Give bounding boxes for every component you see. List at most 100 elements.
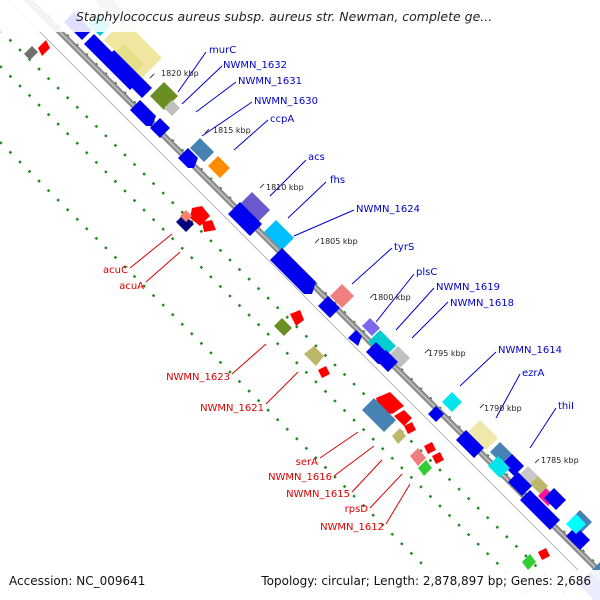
- reverse-leaders: [129, 233, 411, 525]
- tick-label-1810: 1810 kbp: [266, 183, 304, 192]
- gene-murc: [104, 20, 162, 78]
- gene-blue-14: [502, 454, 524, 476]
- label-ezra: ezrA: [522, 368, 545, 379]
- gene-blue-13: [456, 430, 484, 458]
- label-fhs: fhs: [330, 175, 345, 186]
- gene-1616: [392, 428, 406, 444]
- gene-acua-salmon: [180, 210, 192, 222]
- gene-1623-red: [290, 310, 304, 326]
- label-sera: serA: [296, 457, 318, 468]
- tick-label-1820: 1820 kbp: [161, 69, 199, 78]
- tick-label-1785: 1785 kbp: [541, 456, 579, 465]
- gene-blue-18: [566, 526, 590, 550]
- label-nwmn-1615: NWMN_1615: [286, 489, 350, 500]
- gene-gray-2: [388, 346, 410, 368]
- gene-rpsd-green: [418, 460, 432, 476]
- gene-gray-topleft: [24, 46, 38, 60]
- label-nwmn-1632: NWMN_1632: [223, 60, 287, 71]
- gene-1615-pink: [410, 448, 426, 466]
- genome-summary: Topology: circular; Length: 2,878,897 bp…: [261, 574, 591, 588]
- tick-label-1815: 1815 kbp: [213, 126, 251, 135]
- label-murc: murC: [209, 45, 236, 56]
- gene-blue-12: [428, 406, 444, 422]
- gene-acuc-2: [202, 220, 216, 232]
- gene-blue-7: [270, 248, 316, 294]
- gene-pink-1: [330, 284, 354, 308]
- label-nwmn-1614: NWMN_1614: [498, 345, 562, 356]
- gene-steel-2: [490, 442, 512, 464]
- gene-1616-red: [404, 422, 416, 434]
- label-nwmn-1621: NWMN_1621: [200, 403, 264, 414]
- label-thii: thiI: [558, 401, 574, 412]
- footer-bar: [0, 570, 600, 600]
- gene-khaki: [530, 476, 548, 494]
- label-nwmn-1616: NWMN_1616: [268, 472, 332, 483]
- label-nwmn-1619: NWMN_1619: [436, 282, 500, 293]
- gene-red-topleft: [38, 40, 50, 56]
- gene-1615-red-2: [432, 452, 444, 464]
- gene-bottom-red: [538, 548, 550, 560]
- accession-label: Accession: NC_009641: [9, 574, 146, 588]
- label-acua: acuA: [119, 281, 144, 292]
- tick-label-1795: 1795 kbp: [428, 349, 466, 358]
- label-ccpa: ccpA: [270, 114, 294, 125]
- label-nwmn-1630: NWMN_1630: [254, 96, 318, 107]
- tick-label-1790: 1790 kbp: [484, 404, 522, 413]
- gene-blue-11: [376, 350, 398, 372]
- label-plsc: plsC: [416, 267, 437, 278]
- gene-1621-red: [318, 366, 330, 378]
- gene-fhs-cyan: [264, 220, 294, 250]
- gene-cyan-small: [442, 392, 462, 412]
- gene-acua-navy: [176, 214, 194, 232]
- gene-gray-small: [164, 100, 180, 116]
- gene-1623-olive: [274, 318, 292, 336]
- label-tyrs: tyrS: [394, 242, 414, 253]
- title-bar: [0, 0, 600, 32]
- label-acs: acs: [308, 152, 325, 163]
- gene-blue-15: [508, 472, 532, 496]
- gene-cyan-4: [566, 514, 586, 534]
- gene-blue-9: [348, 330, 362, 346]
- forward-genes[interactable]: [64, 0, 600, 600]
- gene-blue-16: [520, 490, 560, 530]
- tick-label-1805: 1805 kbp: [320, 237, 358, 246]
- reverse-labels: acuC acuA NWMN_1623 NWMN_1621 serA NWMN_…: [103, 265, 384, 533]
- map-title: Staphylococcus aureus subsp. aureus str.…: [76, 9, 493, 24]
- gene-acs-slate: [240, 192, 270, 222]
- gene-yellow-2: [110, 44, 144, 78]
- forward-labels: murC NWMN_1632 NWMN_1631 NWMN_1630 ccpA …: [209, 45, 574, 412]
- tick-label-1800: 1800 kbp: [373, 293, 411, 302]
- label-nwmn-1631: NWMN_1631: [238, 76, 302, 87]
- forward-leaders: [177, 51, 557, 449]
- label-rpsd: rpsD: [345, 504, 369, 515]
- gene-blue-4: [150, 118, 170, 138]
- gene-sera-3: [362, 398, 396, 432]
- gene-cyan-3: [488, 456, 510, 478]
- gene-purple: [362, 318, 380, 336]
- gene-blue-3: [130, 100, 156, 126]
- gene-blue-2: [104, 50, 152, 98]
- gene-blue-5: [178, 148, 198, 168]
- label-nwmn-1624: NWMN_1624: [356, 204, 420, 215]
- gene-orange: [208, 156, 230, 178]
- gene-bottom-green: [522, 554, 536, 570]
- label-nwmn-1618: NWMN_1618: [450, 298, 514, 309]
- label-acuc: acuC: [103, 265, 128, 276]
- gene-1615-red: [424, 442, 436, 454]
- tick-marks: [149, 73, 540, 464]
- track-dots-lower: [0, 65, 535, 600]
- reverse-genes[interactable]: [24, 40, 550, 570]
- gene-ezra-yellow: [468, 420, 498, 450]
- gene-blue-17: [544, 488, 566, 510]
- gene-acuc: [190, 206, 210, 226]
- label-nwmn-1612: NWMN_1612: [320, 522, 384, 533]
- gene-blue-6: [228, 202, 262, 236]
- label-nwmn-1623: NWMN_1623: [166, 372, 230, 383]
- gene-cyan-2: [368, 330, 396, 358]
- gene-1621-khaki: [304, 346, 324, 366]
- gene-ccpa-steel: [190, 138, 214, 162]
- gene-blue-8: [318, 296, 340, 318]
- tick-labels: 1820 kbp 1815 kbp 1810 kbp 1805 kbp 1800…: [161, 69, 579, 465]
